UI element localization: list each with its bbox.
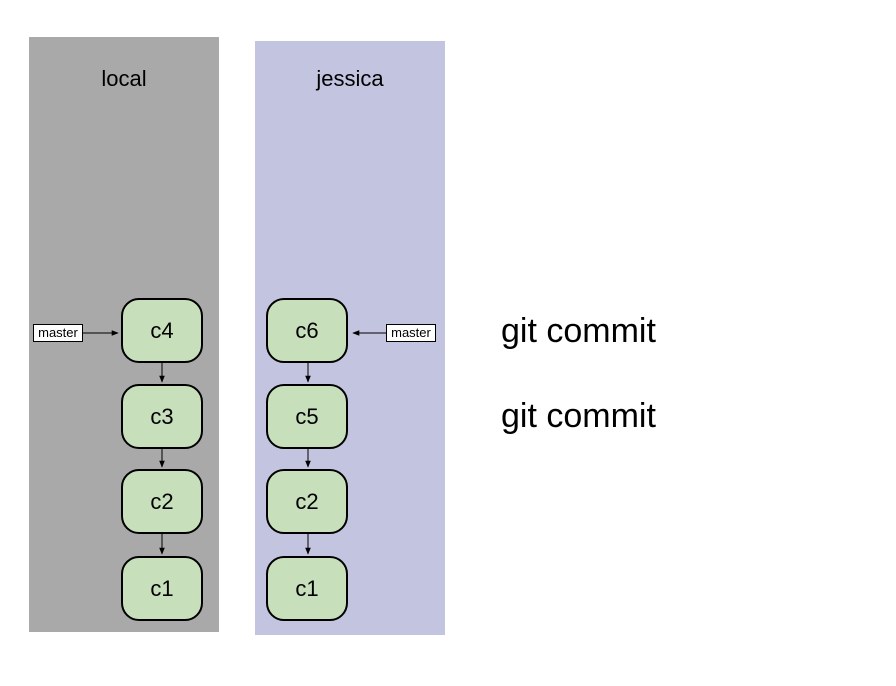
- jessica-commit-node: c5: [266, 384, 348, 449]
- repo-jessica-title: jessica: [316, 66, 384, 91]
- command-text: git commit: [501, 312, 656, 350]
- local-commit-node: c2: [121, 469, 203, 534]
- jessica-commit-node: c2: [266, 469, 348, 534]
- jessica-commit-node: c6: [266, 298, 348, 363]
- jessica-master-branch-label: master: [386, 324, 436, 342]
- local-commit-node: c1: [121, 556, 203, 621]
- local-commit-node: c4: [121, 298, 203, 363]
- repo-local-title: local: [101, 66, 147, 91]
- local-commit-node: c3: [121, 384, 203, 449]
- jessica-commit-node: c1: [266, 556, 348, 621]
- local-master-branch-label: master: [33, 324, 83, 342]
- command-text: git commit: [501, 397, 656, 435]
